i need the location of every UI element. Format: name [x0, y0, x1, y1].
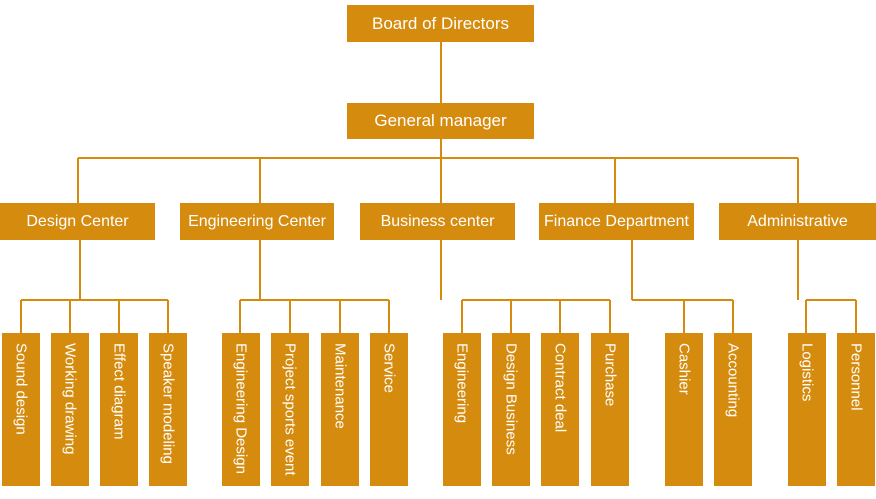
unit-label: Effect diagram [110, 343, 128, 440]
dept-label: Business center [380, 212, 495, 230]
unit-engineering-design: Engineering Design [222, 333, 260, 486]
dept-label: Finance Department [544, 212, 689, 230]
dept-label: Administrative [747, 212, 848, 230]
unit-logistics: Logistics [788, 333, 826, 486]
unit-personnel: Personnel [837, 333, 875, 486]
dept-label: Engineering Center [188, 212, 326, 230]
unit-label: Project sports event [281, 343, 299, 476]
board-of-directors-label: Board of Directors [372, 13, 509, 33]
unit-label: Maintenance [331, 343, 349, 429]
unit-label: Design Business [502, 343, 520, 455]
dept-business-center: Business center [360, 203, 515, 240]
unit-label: Engineering Design [232, 343, 250, 474]
unit-label: Working drawing [61, 343, 79, 455]
dept-administrative: Administrative [719, 203, 876, 240]
unit-working-drawing: Working drawing [51, 333, 89, 486]
general-manager-box: General manager [347, 103, 534, 139]
unit-label: Sound design [12, 343, 30, 435]
dept-finance-department: Finance Department [539, 203, 694, 240]
dept-design-center: Design Center [0, 203, 155, 240]
dept-label: Design Center [26, 212, 129, 230]
unit-label: Engineering [453, 343, 471, 424]
unit-label: Accounting [724, 343, 742, 418]
unit-contract-deal: Contract deal [541, 333, 579, 486]
unit-cashier: Cashier [665, 333, 703, 486]
unit-service: Service [370, 333, 408, 486]
unit-design-business: Design Business [492, 333, 530, 486]
unit-project-sports-event: Project sports event [271, 333, 309, 486]
unit-accounting: Accounting [714, 333, 752, 486]
unit-maintenance: Maintenance [321, 333, 359, 486]
unit-label: Contract deal [551, 343, 569, 433]
unit-label: Purchase [601, 343, 619, 407]
unit-engineering: Engineering [443, 333, 481, 486]
board-of-directors-box: Board of Directors [347, 5, 534, 42]
dept-engineering-center: Engineering Center [180, 203, 334, 240]
unit-sound-design: Sound design [2, 333, 40, 486]
unit-label: Cashier [675, 343, 693, 395]
unit-label: Logistics [798, 343, 816, 402]
unit-label: Speaker modeling [159, 343, 177, 464]
unit-label: Service [380, 343, 398, 394]
unit-speaker-modeling: Speaker modeling [149, 333, 187, 486]
unit-label: Personnel [847, 343, 865, 411]
unit-effect-diagram: Effect diagram [100, 333, 138, 486]
general-manager-label: General manager [374, 111, 507, 130]
unit-purchase: Purchase [591, 333, 629, 486]
